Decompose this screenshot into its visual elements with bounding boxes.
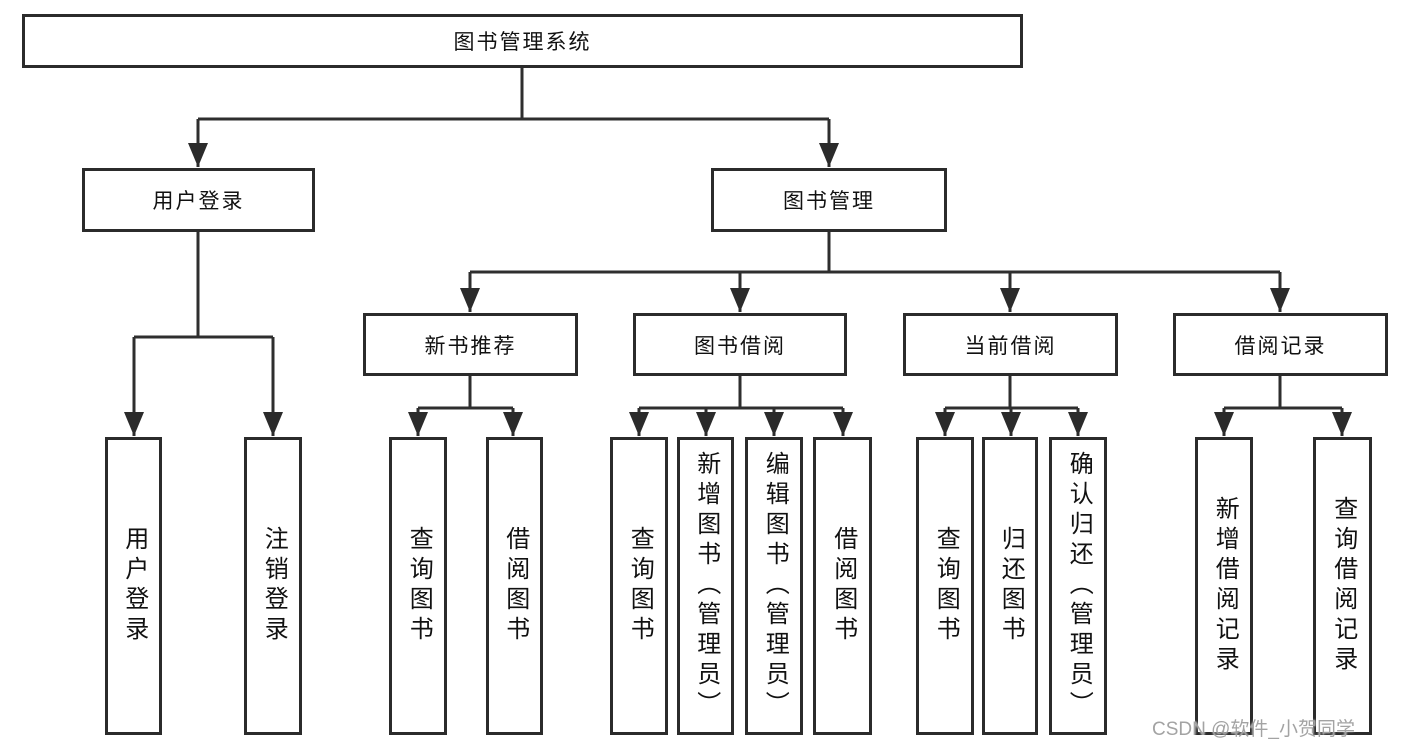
leaf-label: 编辑图书（管理员） (761, 451, 789, 721)
leaf-query-books-1: 查询图书 (389, 437, 447, 735)
node-user-login-branch: 用户登录 (82, 168, 315, 232)
leaf-label: 借阅图书 (829, 526, 857, 646)
leaf-confirm-return-admin: 确认归还（管理员） (1049, 437, 1107, 735)
leaf-user-login: 用户登录 (105, 437, 162, 735)
leaf-borrow-books-1: 借阅图书 (486, 437, 543, 735)
leaf-label: 用户登录 (120, 526, 148, 646)
leaf-label: 借阅图书 (501, 526, 529, 646)
node-current-borrow: 当前借阅 (903, 313, 1118, 376)
node-root: 图书管理系统 (22, 14, 1023, 68)
leaf-borrow-books-2: 借阅图书 (813, 437, 872, 735)
leaf-add-book-admin: 新增图书（管理员） (677, 437, 734, 735)
leaf-label: 新增借阅记录 (1211, 496, 1239, 676)
leaf-edit-book-admin: 编辑图书（管理员） (745, 437, 803, 735)
leaf-query-borrow-record: 查询借阅记录 (1313, 437, 1372, 735)
connector-trunks (134, 68, 1342, 410)
node-book-management: 图书管理 (711, 168, 947, 232)
leaf-label: 新增图书（管理员） (692, 451, 720, 721)
leaf-label: 注销登录 (260, 526, 288, 646)
leaf-query-books-3: 查询图书 (916, 437, 974, 735)
leaf-label: 查询图书 (405, 526, 433, 646)
leaf-label: 确认归还（管理员） (1065, 451, 1093, 721)
leaf-return-book: 归还图书 (982, 437, 1038, 735)
leaf-query-books-2: 查询图书 (610, 437, 668, 735)
leaf-add-borrow-record: 新增借阅记录 (1195, 437, 1253, 735)
leaf-label: 查询图书 (626, 526, 654, 646)
node-new-book-recommend: 新书推荐 (363, 313, 578, 376)
leaf-label: 归还图书 (997, 526, 1025, 646)
node-borrow-records: 借阅记录 (1173, 313, 1388, 376)
watermark: CSDN @软件_小贺同学 (1152, 719, 1355, 740)
leaf-label: 查询借阅记录 (1329, 496, 1357, 676)
leaf-logout: 注销登录 (244, 437, 302, 735)
leaf-label: 查询图书 (932, 526, 960, 646)
node-book-borrow: 图书借阅 (633, 313, 847, 376)
